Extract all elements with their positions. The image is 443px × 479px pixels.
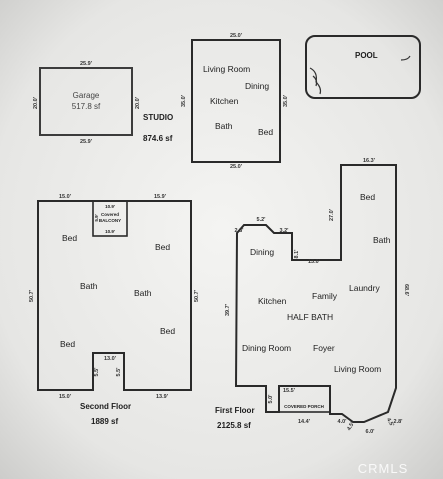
balcony-dim-top: 10.9' xyxy=(105,204,115,209)
pool-corner-detail xyxy=(400,55,411,61)
studio-plan: 25.0' 25.0' 35.0' 35.0' Living Room Dini… xyxy=(143,33,289,170)
second-floor-area: 1889 sf xyxy=(91,417,118,426)
first-floor-dim-left: 39.7' xyxy=(225,303,231,316)
crmls-watermark: CRMLS xyxy=(358,461,409,476)
second-floor-outline xyxy=(37,200,192,391)
balcony-dim-bottom: 10.9' xyxy=(105,229,115,234)
first-floor-dim-east-wing: 27.0' xyxy=(329,208,335,221)
first-floor-dim-bay-b-right: 2.8' xyxy=(394,419,404,425)
balcony-label-2: BALCONY xyxy=(99,218,121,223)
garage-title: Garage xyxy=(73,91,100,100)
first-floor-foyer: Foyer xyxy=(313,343,335,353)
second-floor-dim-top-right: 15.9' xyxy=(154,194,167,200)
covered-porch-outline xyxy=(278,385,331,413)
first-floor-kitchen: Kitchen xyxy=(258,296,287,306)
second-floor-bath-center: Bath xyxy=(134,288,152,298)
first-floor-family: Family xyxy=(312,291,338,301)
first-floor-dining: Dining xyxy=(250,247,274,257)
first-floor-plan: COVERED PORCH 16.3' 68.6' 39.7' 27.0' 13… xyxy=(215,158,409,435)
first-floor-dim-bay-b-vert-left: 4.5' xyxy=(346,421,356,432)
garage-dim-bottom: 25.9' xyxy=(80,139,93,145)
first-floor-dim-corridor-h: 13.0' xyxy=(308,259,321,265)
first-floor-outline xyxy=(234,164,397,423)
balcony-dim-side: 5.9' xyxy=(94,214,99,221)
first-floor-area: 2125.8 sf xyxy=(217,421,251,430)
balcony-label-1: Covered xyxy=(101,212,119,217)
first-floor-living-room: Living Room xyxy=(334,364,381,374)
pool-steps-inner xyxy=(312,75,318,87)
covered-porch-label: COVERED PORCH xyxy=(284,404,324,409)
second-floor-plan: 10.9' Covered BALCONY 10.9' 5.9' 15.0' 1… xyxy=(29,194,200,426)
first-floor-dining-room: Dining Room xyxy=(242,343,291,353)
first-floor-dim-bay-right: 3.2' xyxy=(280,228,290,234)
second-floor-bed-top-left: Bed xyxy=(62,233,77,243)
pool-title: POOL xyxy=(355,51,378,60)
second-floor-dim-notch-right: 5.5' xyxy=(116,367,122,377)
studio-kitchen: Kitchen xyxy=(210,96,239,106)
first-floor-half-bath: HALF BATH xyxy=(287,312,333,322)
first-floor-dim-bay-b-vert-right: 4.5' xyxy=(385,417,395,428)
pool-outline xyxy=(305,35,421,99)
studio-title: STUDIO xyxy=(143,113,173,122)
first-floor-dim-corridor-v: 8.1' xyxy=(294,249,300,259)
first-floor-bed: Bed xyxy=(360,192,375,202)
first-floor-dim-bay-b-mid: 6.0' xyxy=(366,429,376,435)
studio-bath: Bath xyxy=(215,121,233,131)
second-floor-title: Second Floor xyxy=(80,402,131,411)
second-floor-dim-right: 50.7' xyxy=(194,289,200,302)
second-floor-dim-top-left: 15.0' xyxy=(59,194,72,200)
garage-area: 517.8 sf xyxy=(72,102,101,111)
second-floor-bath-left: Bath xyxy=(80,281,98,291)
garage-outline xyxy=(39,67,133,136)
first-floor-laundry: Laundry xyxy=(349,283,380,293)
studio-dim-top: 25.0' xyxy=(230,33,243,39)
second-floor-dim-notch-left: 5.5' xyxy=(94,367,100,377)
second-floor-bed-right: Bed xyxy=(160,326,175,336)
balcony-outline xyxy=(92,200,128,237)
pool-plan: POOL xyxy=(305,35,421,99)
first-floor-dim-top-right: 16.3' xyxy=(363,158,376,164)
first-floor-dim-bay-top: 5.2' xyxy=(257,217,267,223)
second-floor-dim-bottom-left: 15.0' xyxy=(59,394,72,400)
first-floor-dim-porch-width: 15.5' xyxy=(283,388,296,394)
studio-dim-right: 35.0' xyxy=(283,94,289,107)
second-floor-dim-bottom-right: 13.9' xyxy=(156,394,169,400)
first-floor-dim-bay-b-left: 4.0' xyxy=(338,419,348,425)
studio-living-room: Living Room xyxy=(203,64,250,74)
studio-area: 874.6 sf xyxy=(143,134,173,143)
first-floor-dim-bay-left: 2.8' xyxy=(235,228,245,234)
studio-bed: Bed xyxy=(258,127,273,137)
second-floor-bed-bottom-left: Bed xyxy=(60,339,75,349)
first-floor-title: First Floor xyxy=(215,406,255,415)
garage-plan: Garage 517.8 sf 25.9' 25.9' 20.0' 20.0' xyxy=(33,61,141,145)
garage-dim-left: 20.0' xyxy=(33,96,39,109)
second-floor-dim-notch-top: 13.0' xyxy=(104,356,117,362)
studio-dining: Dining xyxy=(245,81,269,91)
studio-outline xyxy=(191,39,281,163)
first-floor-dim-right: 68.6' xyxy=(403,284,409,297)
first-floor-bath: Bath xyxy=(373,235,391,245)
garage-dim-top: 25.9' xyxy=(80,61,93,67)
garage-dim-right: 20.0' xyxy=(135,96,141,109)
studio-dim-bottom: 25.0' xyxy=(230,164,243,170)
second-floor-bed-top-right: Bed xyxy=(155,242,170,252)
first-floor-dim-porch-bottom: 14.4' xyxy=(298,419,311,425)
first-floor-dim-porch-side: 5.0' xyxy=(268,394,274,404)
studio-dim-left: 35.0' xyxy=(181,94,187,107)
second-floor-dim-left: 50.7' xyxy=(29,289,35,302)
